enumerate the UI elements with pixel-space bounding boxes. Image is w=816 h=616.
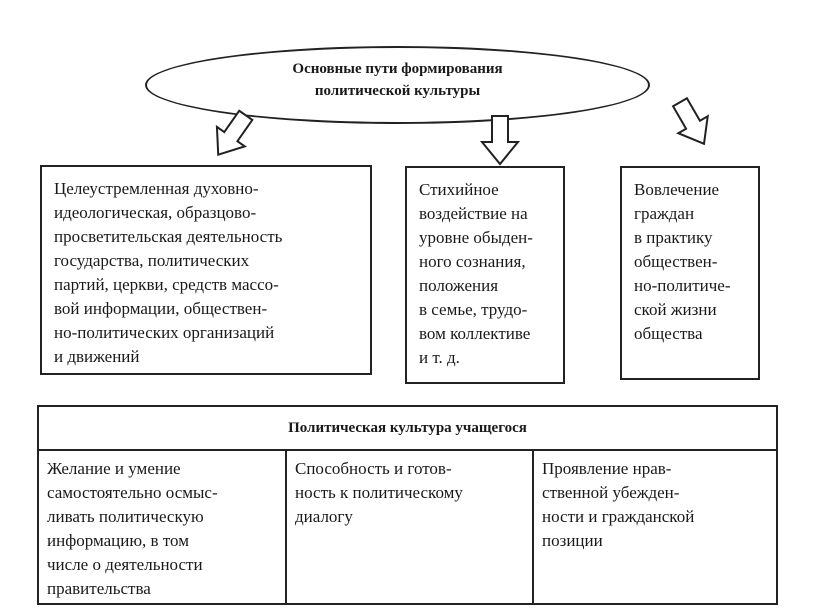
central-ellipse	[145, 46, 650, 124]
arrow-left-icon	[215, 109, 254, 156]
table-cell-dialogue: Способность и готов- ность к политическо…	[287, 451, 534, 603]
path-box-involvement: Вовлечение граждан в практику обществен-…	[620, 166, 760, 380]
table-header: Политическая культура учащегося	[39, 407, 776, 451]
table-cell-civic-position: Проявление нрав- ственной убежден- ности…	[542, 459, 695, 550]
student-culture-table: Политическая культура учащегося Желание …	[37, 405, 778, 605]
diagram-title: Основные пути формирования политической …	[292, 61, 503, 99]
path-box-ideological: Целеустремленная духовно- идеологическая…	[40, 165, 372, 375]
arrow-middle-icon	[479, 115, 521, 166]
table-cell-analysis: Желание и умение самостоятельно осмыс- л…	[39, 451, 287, 603]
arrow-right-icon	[671, 96, 709, 146]
path-box-spontaneous: Стихийное воздействие на уровне обыден- …	[405, 166, 565, 384]
